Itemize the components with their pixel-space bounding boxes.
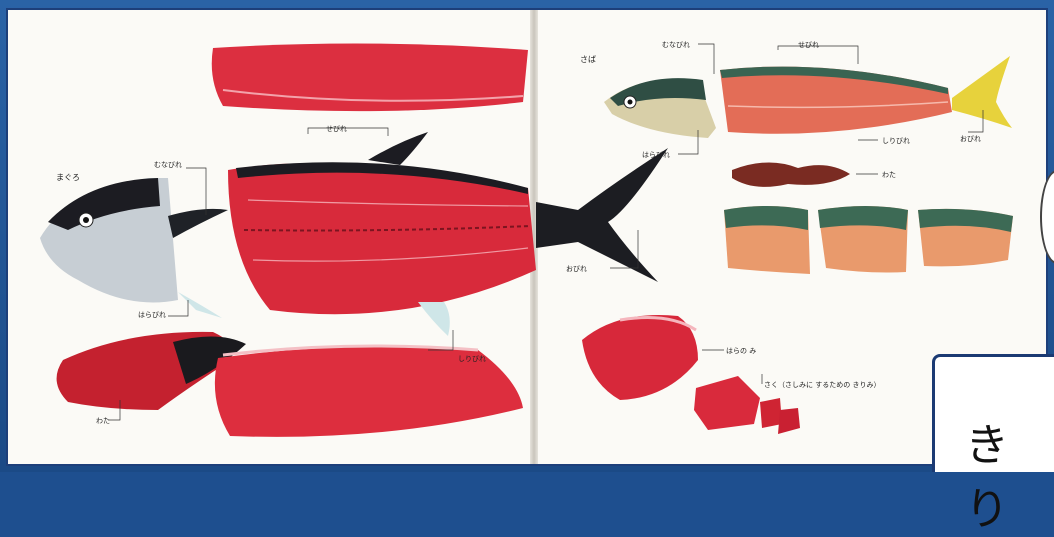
- label-saku: さく（さしみに するための きりみ）: [764, 380, 880, 390]
- tuna-belly-block: [582, 315, 698, 400]
- sashimi-slice-2: [778, 408, 800, 434]
- label-mackerel-dorsal: せびれ: [798, 40, 819, 50]
- tuna-dorsal-fin: [368, 132, 428, 165]
- illustration-layer: [8, 10, 1050, 468]
- label-tuna-pectoral: むなびれ: [154, 160, 182, 170]
- label-tuna-guts: わた: [96, 416, 110, 426]
- label-belly-meat: はらの み: [726, 346, 756, 356]
- label-mackerel-pectoral: むなびれ: [662, 40, 690, 50]
- fish-name-tuna: まぐろ: [56, 172, 80, 183]
- tuna-pectoral-fin: [168, 209, 228, 238]
- label-tuna-dorsal: せびれ: [326, 124, 347, 134]
- sashimi-slice-1: [760, 398, 782, 428]
- title-tab: きり: [932, 354, 1054, 472]
- label-tuna-anal: しりびれ: [458, 354, 486, 364]
- tuna-tail-section: [536, 148, 668, 282]
- label-mackerel-anal: しりびれ: [882, 136, 910, 146]
- tuna-anal-fin: [418, 302, 450, 336]
- label-tuna-tail: おびれ: [566, 264, 587, 274]
- label-mackerel-pelvic: はらびれ: [642, 150, 670, 160]
- sashimi-block: [694, 376, 760, 430]
- tuna-pelvic-fin: [178, 292, 222, 318]
- fish-name-mackerel: さば: [580, 54, 596, 65]
- label-mackerel-guts: わた: [882, 170, 896, 180]
- label-tuna-pelvic: はらびれ: [138, 310, 166, 320]
- mackerel-guts: [732, 162, 850, 186]
- picture-book-spread: まぐろ むなびれ せびれ はらびれ おびれ しりびれ わた さば むなびれ せび…: [6, 8, 1048, 466]
- mackerel-tail: [952, 56, 1012, 128]
- tab-title-text: きり: [965, 409, 1054, 537]
- label-mackerel-tail: おびれ: [960, 134, 981, 144]
